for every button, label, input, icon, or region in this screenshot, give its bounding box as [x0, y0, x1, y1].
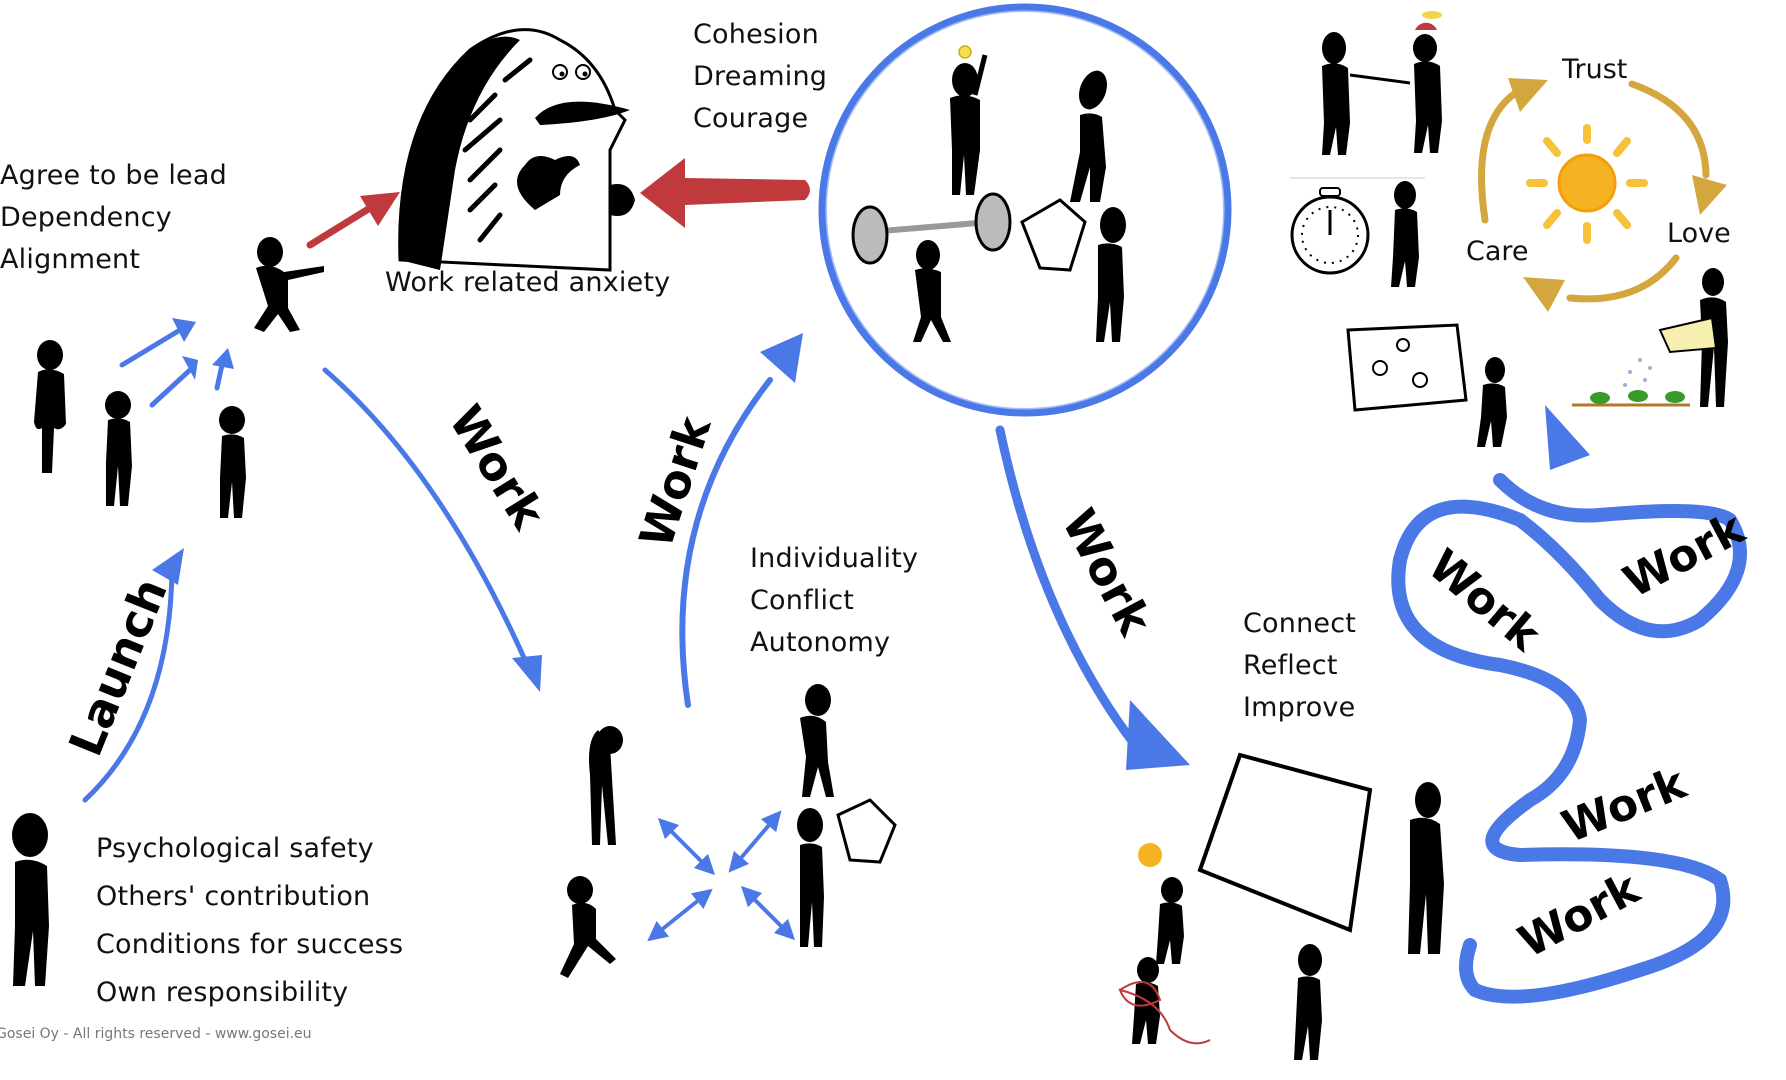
anxiety-creature-illustration	[398, 28, 635, 272]
cohesion-item: Courage	[693, 103, 809, 134]
conflict-stage-list: Individuality Conflict Autonomy	[750, 538, 918, 664]
red-arrow-to-anxiety	[306, 192, 400, 249]
conflict-figures	[560, 684, 897, 978]
team-members-figures	[34, 237, 324, 518]
work-river-path	[1391, 405, 1747, 1004]
reflect-board-figures	[1118, 752, 1444, 1060]
forming-stage-list: Psychological safety Others' contributio…	[96, 825, 403, 1017]
dependency-stage-list: Agree to be lead Dependency Alignment	[0, 155, 227, 281]
work-arrow-3	[995, 425, 1190, 770]
sun-icon	[1526, 124, 1648, 244]
conflict-item: Autonomy	[750, 627, 891, 658]
handshake-figures	[1322, 11, 1442, 155]
cycle-label-love: Love	[1667, 218, 1731, 249]
cohesion-item: Dreaming	[693, 61, 828, 92]
improve-item: Reflect	[1243, 650, 1338, 681]
improve-stage-list: Connect Reflect Improve	[1243, 603, 1356, 729]
trust-love-care-cycle	[1478, 78, 1727, 312]
conflict-item: Individuality	[750, 543, 919, 574]
cohesion-item: Cohesion	[693, 19, 819, 50]
dependency-item: Dependency	[0, 202, 172, 233]
gardener-figure	[1572, 268, 1728, 407]
strategy-board-figure	[1346, 323, 1507, 447]
stopwatch-figure	[1290, 177, 1425, 287]
conflict-double-arrows	[647, 810, 796, 942]
work-arrow-1	[322, 367, 542, 692]
cohesion-circle	[818, 3, 1232, 417]
improve-item: Improve	[1243, 692, 1356, 723]
copyright-footer: Gosei Oy - All rights reserved - www.gos…	[0, 1026, 312, 1042]
conflict-item: Conflict	[750, 585, 855, 616]
thinking-figure	[12, 813, 49, 986]
dependency-item: Agree to be lead	[0, 160, 227, 191]
forming-item: Others' contribution	[96, 881, 371, 912]
cohesion-stage-list: Cohesion Dreaming Courage	[693, 14, 827, 140]
cycle-label-care: Care	[1466, 236, 1529, 267]
launch-arrow	[82, 548, 184, 803]
red-arrow-from-cohesion	[640, 158, 810, 228]
forming-item: Psychological safety	[96, 833, 374, 864]
improve-item: Connect	[1243, 608, 1357, 639]
anxiety-caption: Work related anxiety	[385, 267, 671, 298]
forming-item: Own responsibility	[96, 977, 349, 1008]
work-arrow-2	[679, 333, 803, 708]
dependency-item: Alignment	[0, 244, 141, 275]
forming-item: Conditions for success	[96, 929, 404, 960]
cycle-label-trust: Trust	[1562, 54, 1628, 85]
alignment-arrows	[119, 318, 234, 408]
